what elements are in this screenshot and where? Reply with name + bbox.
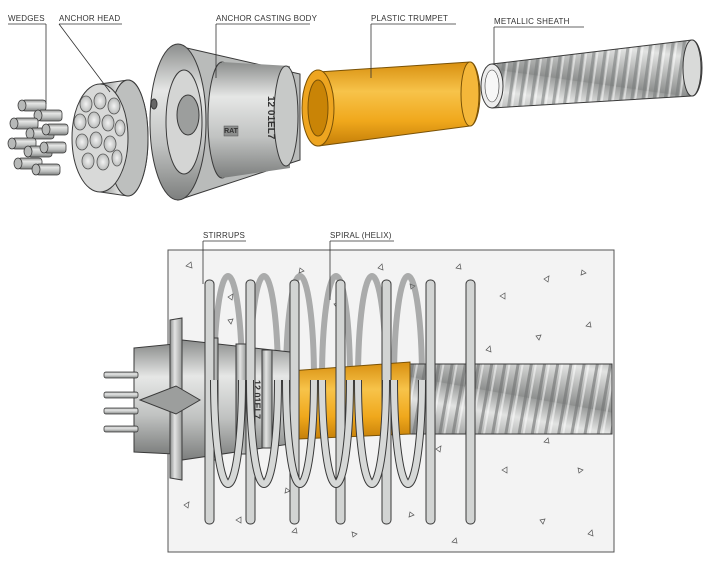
wedge: [7, 137, 37, 150]
strands: [103, 371, 139, 433]
plastic-trumpet: [301, 61, 481, 147]
label-stirrups: STIRRUPS: [203, 231, 245, 240]
wedge: [39, 141, 67, 154]
stirrup: [465, 279, 476, 525]
label-spiral-helix: SPIRAL (HELIX): [330, 231, 392, 240]
spiral-helix-back: [211, 273, 425, 381]
label-metallic-sheath: METALLIC SHEATH: [494, 17, 570, 26]
wedge: [31, 163, 61, 176]
anchor-head: [71, 79, 149, 197]
label-plastic-trumpet: PLASTIC TRUMPET: [371, 14, 448, 23]
anchor-casting-body: RAT 12 01EL7: [149, 43, 301, 201]
section-code-text: 12 01EL7: [252, 380, 262, 419]
label-wedges: WEDGES: [8, 14, 45, 23]
casting-code-text: 12 01EL7: [265, 96, 276, 140]
wedge: [9, 117, 39, 130]
top-labels: WEDGES ANCHOR HEAD ANCHOR CASTING BODY P…: [8, 14, 584, 104]
casting-brand-text: RAT: [224, 128, 239, 135]
metallic-sheath: [480, 39, 703, 109]
wedge: [41, 123, 69, 136]
wedge: [17, 99, 47, 112]
stirrup: [425, 279, 436, 525]
wedge: [33, 109, 63, 122]
bottom-labels: STIRRUPS SPIRAL (HELIX): [202, 231, 394, 300]
label-anchor-head: ANCHOR HEAD: [59, 14, 120, 23]
wedges-cluster: [7, 99, 69, 176]
spiral-helix-front: [210, 379, 426, 488]
label-anchor-casting-body: ANCHOR CASTING BODY: [216, 14, 318, 23]
